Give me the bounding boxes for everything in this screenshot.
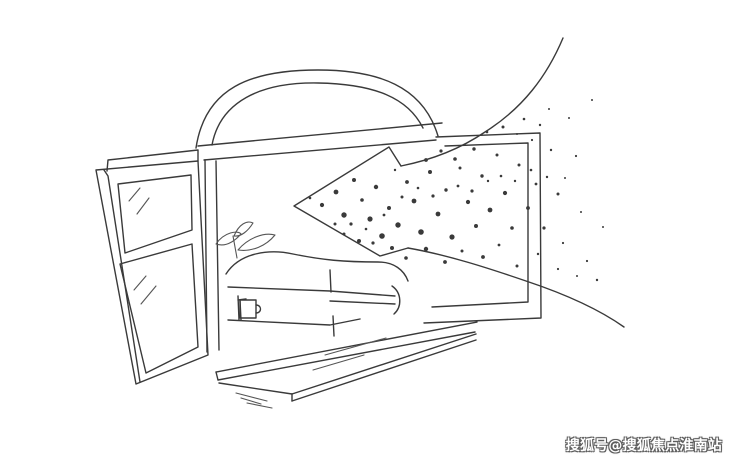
window-arch — [195, 69, 443, 161]
air-flow-arrow — [293, 37, 625, 328]
left-window-sash — [95, 149, 209, 385]
watermark-text: 搜狐号@搜狐焦点淮南站 — [565, 438, 722, 454]
air-particles — [308, 99, 604, 282]
interior-scene — [215, 221, 409, 337]
window-sill — [215, 321, 478, 409]
